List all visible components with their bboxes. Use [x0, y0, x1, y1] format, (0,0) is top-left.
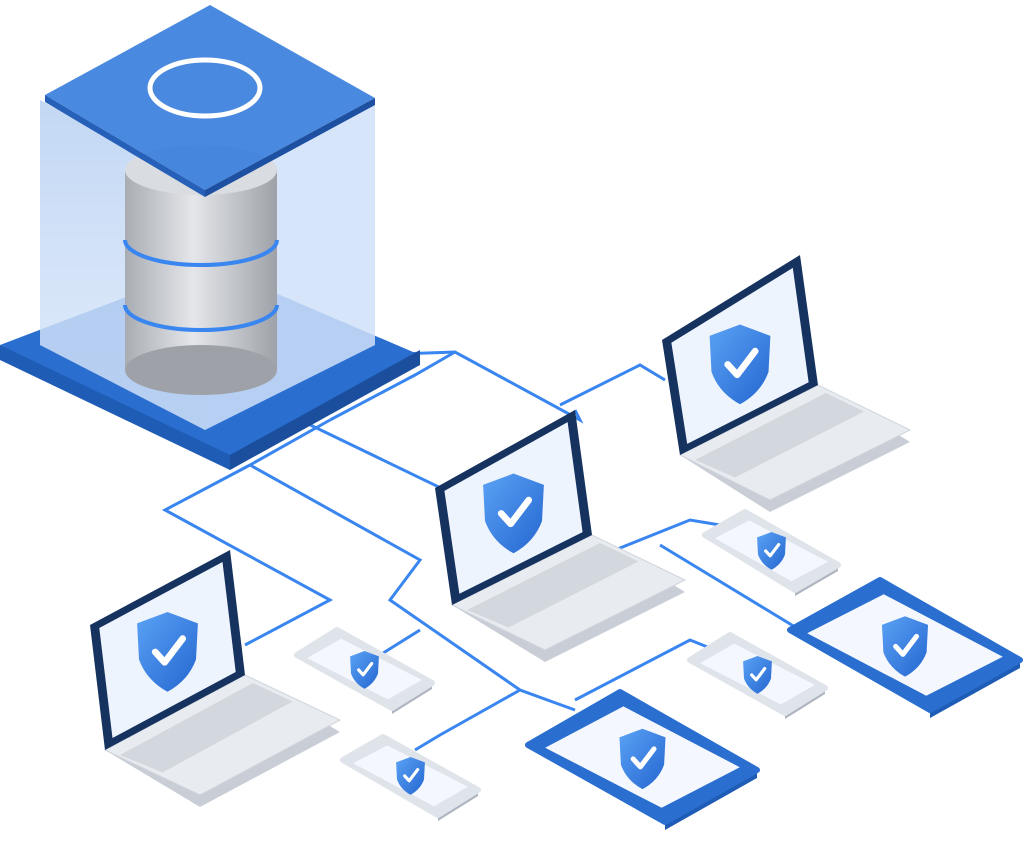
phone	[340, 734, 481, 821]
tablet	[787, 577, 1023, 718]
connection-line	[249, 463, 576, 712]
phone	[687, 632, 828, 719]
shield-check-icon	[483, 473, 544, 554]
shield-check-icon	[350, 651, 379, 689]
shield-check-icon	[619, 728, 666, 790]
shield-check-icon	[757, 532, 786, 570]
shield-check-icon	[743, 656, 772, 694]
shield-check-icon	[396, 757, 425, 795]
database-server	[0, 5, 420, 470]
connection-line	[329, 350, 456, 422]
laptop	[662, 255, 912, 512]
laptop	[435, 410, 687, 662]
phone	[702, 509, 841, 596]
connection-line	[379, 628, 421, 657]
connection-line	[559, 363, 666, 407]
laptop	[90, 550, 342, 807]
tablet	[525, 689, 760, 830]
connection-line	[414, 688, 521, 752]
connection-line	[659, 543, 801, 632]
server-status-ring	[147, 57, 263, 119]
shield-check-icon	[137, 612, 198, 692]
connection-line	[574, 638, 716, 702]
shield-check-icon	[881, 616, 929, 677]
shield-check-icon	[709, 324, 771, 405]
connection-line	[161, 418, 334, 647]
phone	[294, 627, 435, 714]
